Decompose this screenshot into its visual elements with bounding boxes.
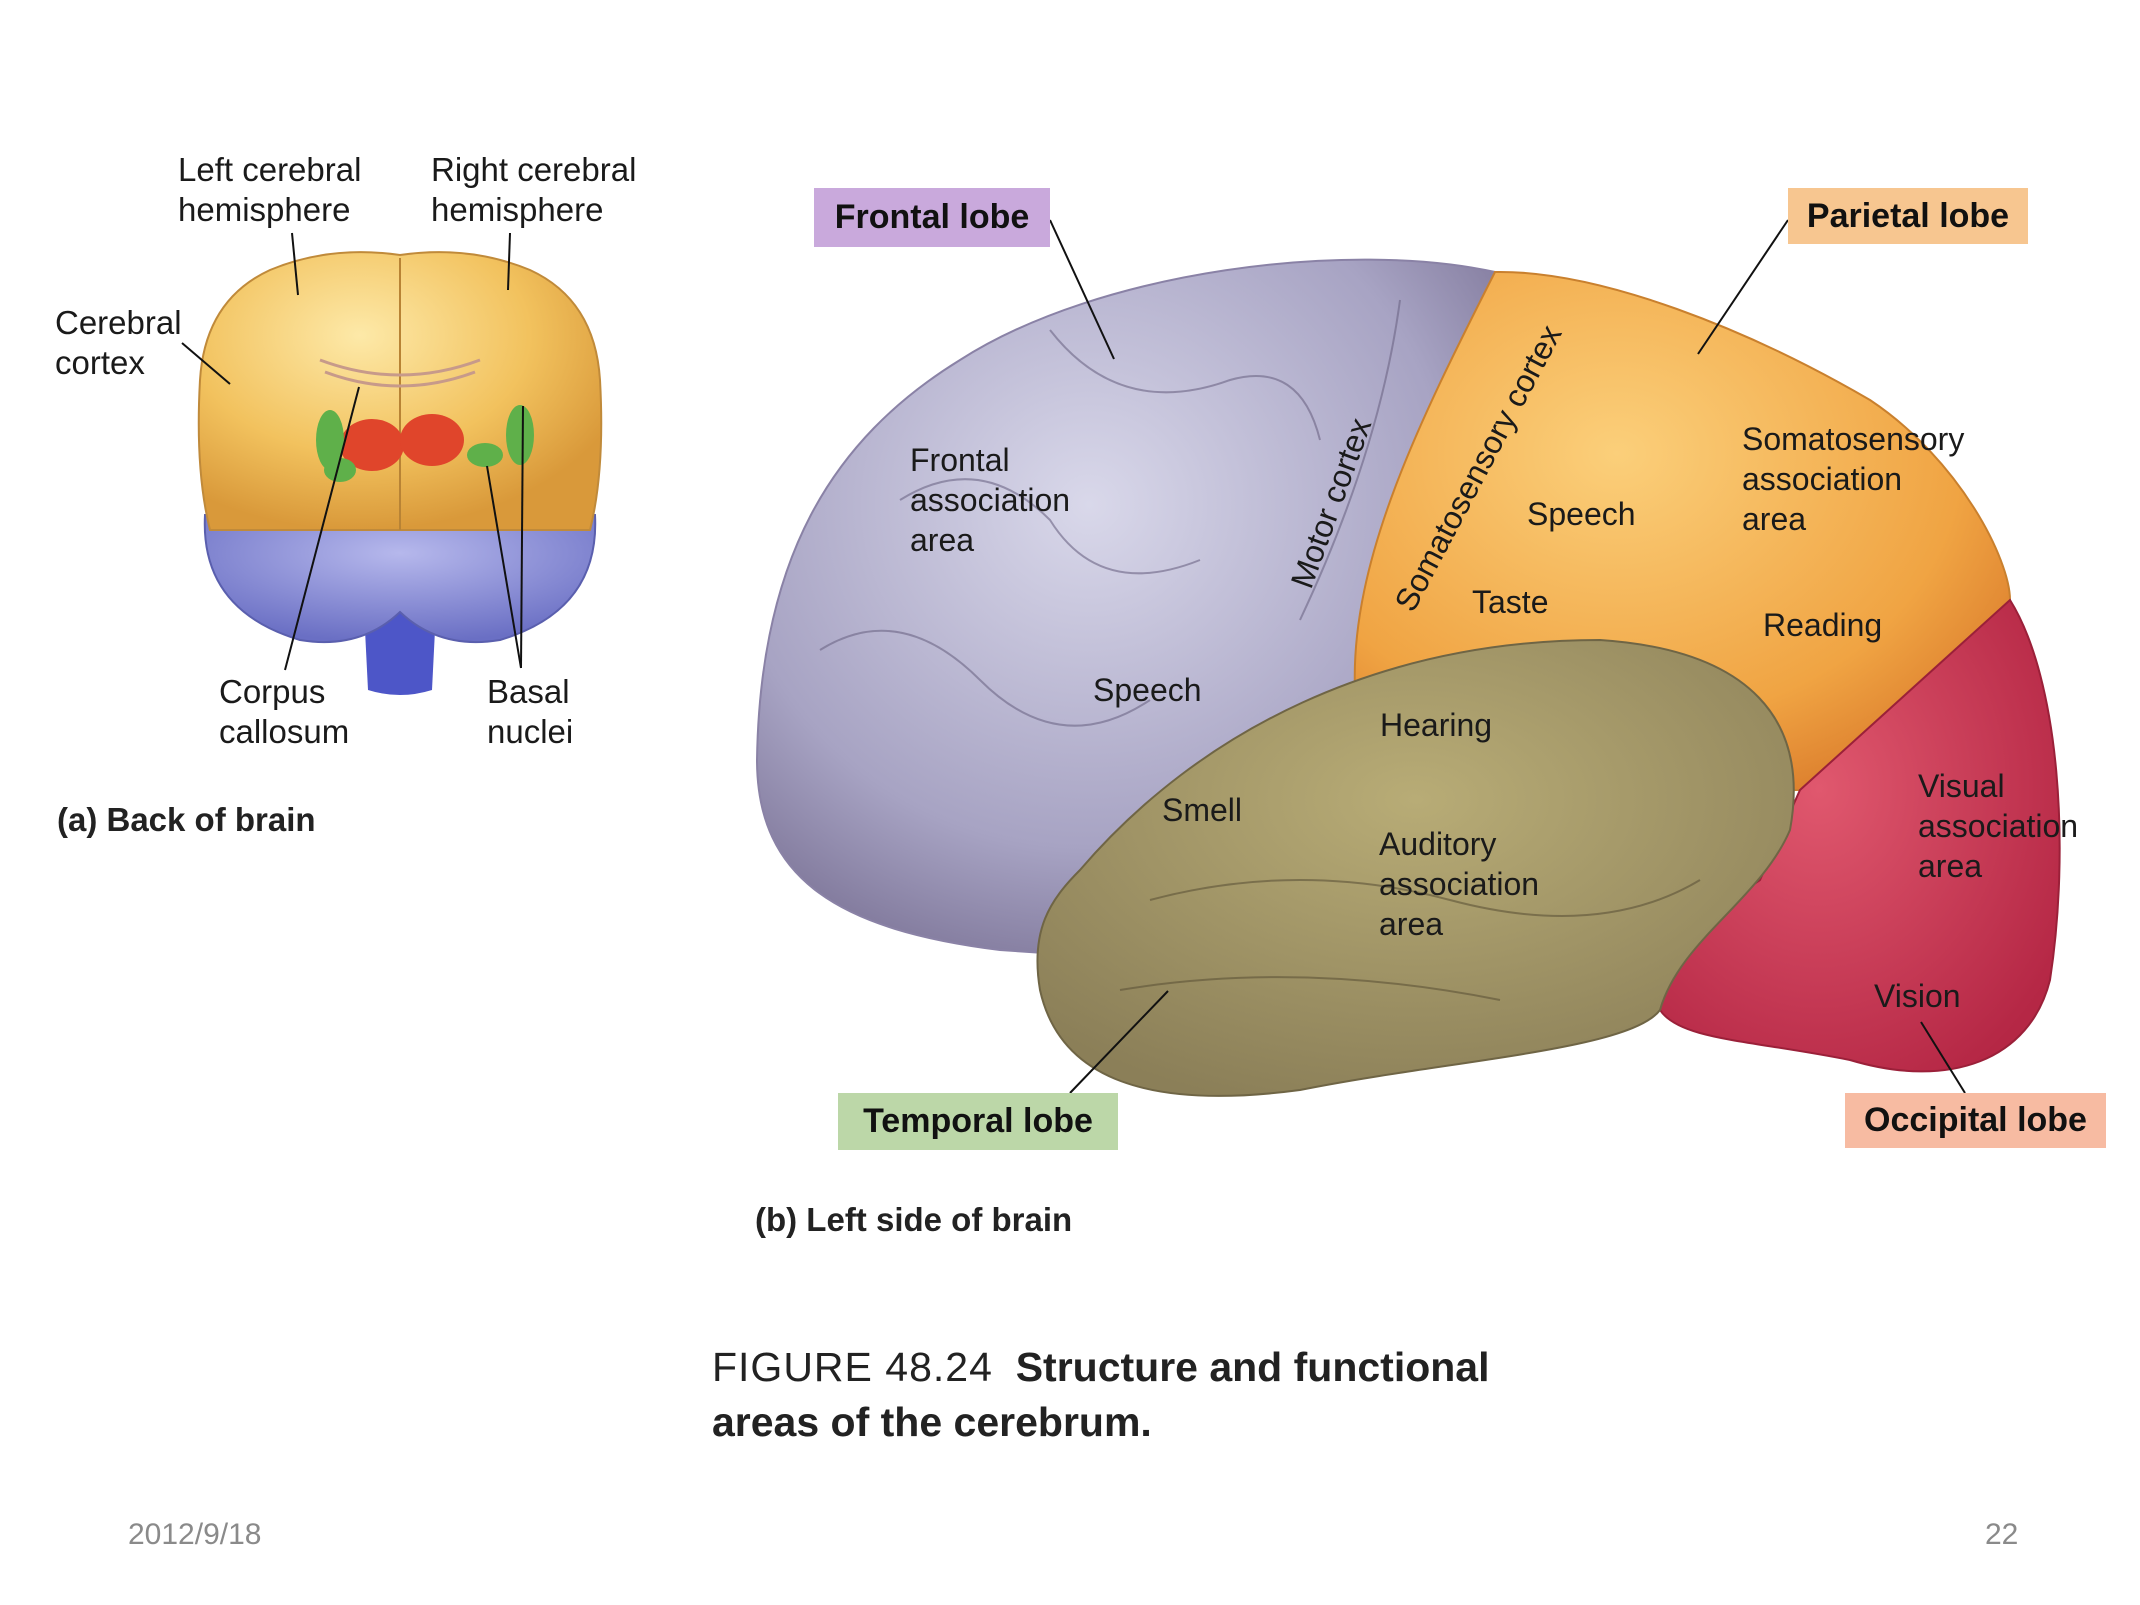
figure-caption-line2: areas of the cerebrum. bbox=[712, 1399, 1152, 1445]
figure-caption: FIGURE 48.24 Structure and functional ar… bbox=[712, 1340, 1490, 1450]
label-somatosensory-association-area: Somatosensory association area bbox=[1742, 421, 1965, 537]
basal-nuclei-red-left bbox=[340, 419, 404, 471]
label-speech-parietal: Speech bbox=[1527, 496, 1636, 532]
label-visual-association-area: Visual association area bbox=[1918, 768, 2079, 884]
slide-page-number: 22 bbox=[1985, 1518, 2019, 1551]
label-corpus-callosum: Corpus callosum bbox=[219, 673, 350, 750]
frontal-lobe-label: Frontal lobe bbox=[814, 188, 1050, 247]
panel-b-title: (b) Left side of brain bbox=[755, 1201, 1073, 1238]
label-taste: Taste bbox=[1472, 584, 1549, 620]
back-of-brain-illustration bbox=[181, 232, 603, 695]
figure-caption-line1: Structure and functional bbox=[1015, 1344, 1490, 1390]
label-right-cerebral-hemisphere: Right cerebral hemisphere bbox=[431, 151, 637, 228]
parietal-lobe-label: Parietal lobe bbox=[1788, 188, 2028, 244]
figure-number: FIGURE 48.24 bbox=[712, 1344, 993, 1390]
slide-date: 2012/9/18 bbox=[128, 1518, 262, 1551]
label-cerebral-cortex: Cerebral cortex bbox=[55, 304, 182, 381]
brainstem bbox=[364, 610, 436, 695]
label-reading: Reading bbox=[1763, 607, 1883, 643]
cerebellum bbox=[203, 514, 597, 644]
frontal-lobe-region bbox=[755, 258, 1497, 962]
label-smell: Smell bbox=[1162, 792, 1243, 828]
temporal-lobe-label: Temporal lobe bbox=[838, 1093, 1118, 1150]
label-auditory-association-area: Auditory association area bbox=[1379, 826, 1540, 942]
panel-a-title: (a) Back of brain bbox=[57, 801, 316, 838]
label-hearing: Hearing bbox=[1380, 707, 1493, 743]
temporal-lobe-region bbox=[1036, 638, 1795, 1097]
occipital-lobe-label: Occipital lobe bbox=[1845, 1093, 2106, 1148]
label-speech-frontal: Speech bbox=[1093, 672, 1202, 708]
side-of-brain-illustration bbox=[755, 219, 2061, 1097]
label-basal-nuclei: Basal nuclei bbox=[487, 673, 574, 750]
basal-nuclei-red-right bbox=[400, 414, 464, 466]
label-left-cerebral-hemisphere: Left cerebral hemisphere bbox=[178, 151, 362, 228]
label-frontal-association-area: Frontal association area bbox=[910, 442, 1071, 558]
label-vision: Vision bbox=[1874, 978, 1961, 1014]
